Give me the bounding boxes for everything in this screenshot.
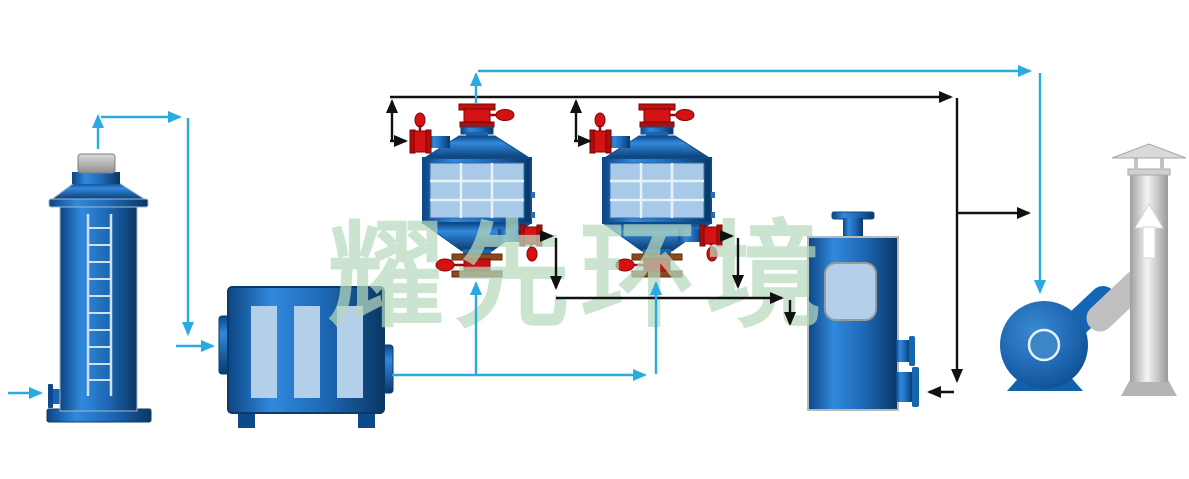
- left-valve-body: [413, 130, 428, 153]
- black-flow-arrows: [386, 91, 1031, 398]
- tower-cone: [49, 182, 148, 201]
- tower-neck: [72, 172, 120, 184]
- right-valve-handle: [526, 246, 538, 262]
- tower-cone-rim: [48, 198, 149, 208]
- tower-ladder: [86, 214, 113, 396]
- pulse-filter-unit-1: [409, 103, 543, 278]
- left-valve-flange-b: [425, 129, 432, 154]
- fan-hub: [1027, 328, 1061, 362]
- tower-cap: [77, 153, 116, 174]
- stack-cap: [1111, 143, 1187, 159]
- lower-neck: [463, 249, 491, 255]
- tank-nozzle-lower-flange: [912, 367, 919, 407]
- stack-rim: [1127, 168, 1171, 176]
- left-pipe: [428, 136, 450, 148]
- stack-up-arrow-icon: [1134, 203, 1164, 259]
- tower-inlet-flange: [48, 384, 53, 408]
- filter-panel-3: [337, 306, 363, 398]
- top-valve-handle: [495, 109, 515, 121]
- tower-body: [59, 198, 138, 412]
- exhaust-stack: [1111, 143, 1187, 396]
- stack-cap-post-right: [1160, 156, 1164, 170]
- unit-side-tab-a: [531, 192, 535, 198]
- scrubber-tower: [46, 153, 152, 423]
- left-valve-handle: [414, 112, 426, 128]
- cyan-flow-arrows: [8, 65, 1046, 399]
- water-tank: [807, 211, 919, 411]
- filter-panel-2: [294, 306, 320, 398]
- tank-nozzle-upper-flange: [909, 336, 915, 366]
- filter-leg-right: [358, 410, 375, 428]
- carbon-filter-box: [218, 286, 394, 428]
- discharge-handle: [435, 258, 455, 272]
- tank-top-flange: [831, 211, 875, 220]
- filter-panel-1: [251, 306, 277, 398]
- right-pipe: [498, 229, 524, 242]
- watermark-text: 耀先环境: [328, 209, 832, 344]
- top-neck: [466, 132, 488, 138]
- tank-window: [824, 262, 877, 321]
- discharge-flange-bottom: [451, 270, 503, 278]
- tank-nozzle-upper: [896, 340, 910, 362]
- tank-nozzle-lower: [896, 372, 913, 402]
- top-valve-flange-lower: [459, 121, 495, 128]
- stack-cap-post-left: [1134, 156, 1138, 170]
- filter-leg-left: [238, 410, 255, 428]
- unit-grid-panel: [429, 162, 525, 219]
- tank-top-neck: [843, 218, 863, 240]
- unit-grid-lines: [430, 163, 524, 218]
- unit-side-tab-b: [531, 212, 535, 218]
